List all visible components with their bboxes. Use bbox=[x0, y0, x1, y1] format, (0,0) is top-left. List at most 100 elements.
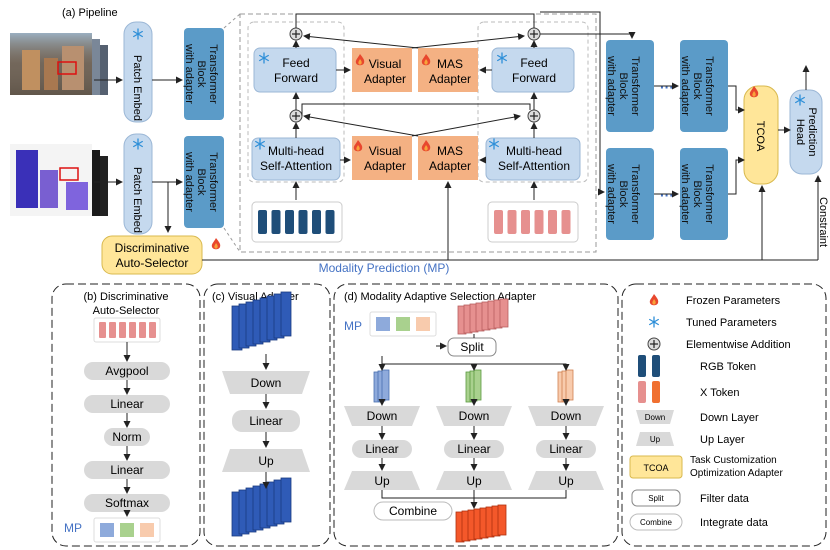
das-mp-label: MP bbox=[64, 521, 82, 535]
mas-branch-token bbox=[565, 369, 574, 401]
legend-x-token-1 bbox=[638, 381, 646, 403]
add-icon-top-left bbox=[289, 27, 303, 41]
panel-das bbox=[51, 283, 201, 547]
mas-branch-token bbox=[381, 369, 390, 401]
x-token bbox=[548, 210, 557, 234]
va-input-token bbox=[280, 291, 292, 337]
svg-text:Linear: Linear bbox=[249, 414, 282, 428]
mas-up-layer bbox=[528, 471, 604, 490]
svg-text:Down: Down bbox=[645, 413, 665, 422]
mas-title: (d) Modality Adaptive Selection Adapter bbox=[344, 291, 536, 303]
visual-adapter-top: Visual Adapter bbox=[352, 48, 412, 92]
discriminative-auto-selector: Discriminative Auto-Selector bbox=[101, 235, 203, 275]
feed-forward-right: Feed Forward bbox=[491, 47, 575, 93]
legend-split-icon bbox=[631, 489, 681, 507]
mas-linear-label: Linear bbox=[365, 442, 398, 456]
legend-rgb: RGB Token bbox=[700, 361, 756, 373]
svg-text:Up: Up bbox=[258, 454, 274, 468]
mas-mp-label: MP bbox=[344, 319, 362, 333]
svg-text:Adapter: Adapter bbox=[429, 72, 471, 86]
svg-text:Combine: Combine bbox=[640, 518, 673, 527]
legend-combine: Integrate data bbox=[700, 517, 769, 529]
mp-square-x1 bbox=[120, 523, 134, 537]
va-input-stack bbox=[231, 291, 292, 351]
constraint-label: Constraint bbox=[817, 197, 829, 247]
va-down-layer: Down bbox=[222, 371, 310, 394]
mas-arrows bbox=[378, 334, 570, 509]
svg-text:Feed: Feed bbox=[520, 56, 547, 70]
mas-linear-layer bbox=[352, 440, 412, 458]
mha-right: Multi-head Self-Attention bbox=[485, 137, 581, 181]
mas-up-label: Up bbox=[374, 474, 390, 488]
rgb-token bbox=[271, 210, 281, 234]
svg-text:Adapter: Adapter bbox=[364, 72, 406, 86]
das-title-2: Auto-Selector bbox=[93, 305, 160, 317]
legend-tcoa-1: Task Customization bbox=[690, 455, 777, 466]
legend-down: Down Layer bbox=[700, 412, 759, 424]
mas-output-stack bbox=[455, 504, 507, 543]
rgb-token bbox=[258, 210, 267, 234]
svg-text:Split: Split bbox=[648, 494, 664, 503]
svg-text:Discriminative: Discriminative bbox=[115, 241, 190, 255]
rgb-image-stack bbox=[10, 33, 108, 95]
das-step-box bbox=[84, 461, 170, 479]
svg-text:TransformerBlockwith adapter: TransformerBlockwith adapter bbox=[605, 163, 641, 224]
svg-text:Split: Split bbox=[460, 340, 484, 354]
mp-label: Modality Prediction (MP) bbox=[319, 261, 450, 275]
detail-arrows bbox=[292, 11, 636, 260]
legend-tcoa-icon bbox=[629, 455, 683, 479]
mas-linear-layer bbox=[536, 440, 596, 458]
transformer-block-x-1: TransformerBlockwith adapter bbox=[183, 136, 224, 228]
svg-text:TransformerBlockwith adapter: TransformerBlockwith adapter bbox=[183, 151, 219, 212]
mas-up-label: Up bbox=[558, 474, 574, 488]
rgb-tokens bbox=[258, 210, 335, 234]
legend-split: Filter data bbox=[700, 493, 750, 505]
svg-text:Adapter: Adapter bbox=[364, 159, 406, 173]
mas-combine: Combine bbox=[373, 501, 453, 521]
svg-text:Adapter: Adapter bbox=[429, 159, 471, 173]
das-step-box bbox=[84, 362, 170, 380]
mas-up-layer bbox=[436, 471, 512, 490]
va-linear-layer: Linear bbox=[232, 410, 300, 432]
legend-rgb-token-2 bbox=[652, 355, 660, 377]
x-token bbox=[507, 210, 517, 234]
mas-branch-token bbox=[473, 369, 482, 401]
das-step-label: Norm bbox=[112, 430, 141, 444]
mas-down-layer bbox=[344, 406, 420, 426]
ellipsis-top: ··· bbox=[660, 79, 674, 95]
legend-rgb-token-1 bbox=[638, 355, 646, 377]
va-up-layer: Up bbox=[222, 449, 310, 472]
ellipsis-bottom: ··· bbox=[660, 187, 674, 203]
das-x-tokens bbox=[99, 322, 156, 338]
tcoa-block: TCOA bbox=[743, 85, 779, 185]
rgb-token bbox=[312, 210, 321, 234]
das-step-label: Linear bbox=[110, 397, 143, 411]
svg-text:Up: Up bbox=[650, 435, 661, 444]
legend-frozen: Frozen Parameters bbox=[686, 295, 781, 307]
add-icon-mid-right bbox=[527, 109, 541, 123]
svg-text:Self-Attention: Self-Attention bbox=[260, 159, 332, 173]
panel-mas-adapter bbox=[333, 283, 619, 547]
prediction-head: PredictionHead bbox=[789, 89, 823, 175]
panel-visual-adapter bbox=[203, 283, 331, 547]
mas-down-label: Down bbox=[367, 409, 398, 423]
add-icon-mid-left bbox=[289, 109, 303, 123]
rgb-token bbox=[298, 210, 308, 234]
das-x-token bbox=[149, 322, 156, 338]
mas-split: Split bbox=[447, 337, 497, 357]
svg-text:Auto-Selector: Auto-Selector bbox=[116, 256, 189, 270]
x-token bbox=[494, 210, 503, 234]
transformer-block-rgb-2: TransformerBlockwith adapter bbox=[605, 40, 654, 132]
patch-embed-x-label: Patch Embed bbox=[131, 167, 143, 233]
mas-down-label: Down bbox=[551, 409, 582, 423]
svg-text:Feed: Feed bbox=[282, 56, 309, 70]
mas-linear-label: Linear bbox=[457, 442, 490, 456]
das-x-token bbox=[139, 322, 146, 338]
das-x-token bbox=[119, 322, 126, 338]
mp-square-x2 bbox=[140, 523, 154, 537]
transformer-block-x-2: TransformerBlockwith adapter bbox=[605, 148, 654, 240]
feed-forward-left: Feed Forward bbox=[253, 47, 337, 93]
mas-up-label: Up bbox=[466, 474, 482, 488]
